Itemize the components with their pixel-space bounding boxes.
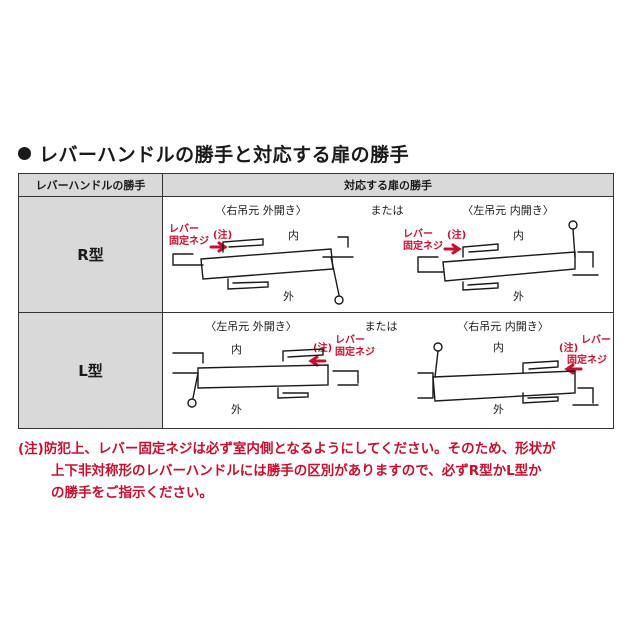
- note-r-left: (注): [213, 228, 232, 241]
- door-diagram-r-left: [172, 236, 354, 305]
- note-line-3: の勝手をご指示ください。: [51, 485, 213, 501]
- caption-l-right: 〈右吊元 内開き〉: [457, 319, 549, 333]
- inside-label-r-right: 内: [513, 228, 524, 242]
- lever-label-l-right-1: レバー: [581, 334, 611, 346]
- outside-label-l-right: 外: [493, 403, 504, 416]
- inside-label-r-left: 内: [288, 228, 299, 242]
- bullet-icon: [18, 147, 31, 160]
- inside-label-l-left: 内: [231, 342, 242, 356]
- lever-label-l-left-1: レバー: [335, 334, 365, 346]
- header-door-type: 対応する扉の勝手: [162, 173, 614, 197]
- inside-label-l-right: 内: [493, 340, 504, 354]
- table-row-r: R型 〈右吊元 外開き〉 レバー 固定ネジ (注) 内 外: [18, 196, 614, 313]
- note-l-right: (注): [559, 341, 578, 354]
- arrow-icon: [443, 243, 462, 255]
- caption-r-right: 〈左吊元 内開き〉: [462, 203, 554, 217]
- note-line-2: 上下非対称形のレバーハンドルには勝手の区別がありますので、必ずR型かL型か: [51, 463, 542, 479]
- lever-label-r-right-1: レバー: [403, 228, 433, 240]
- lever-table: レバーハンドルの勝手 対応する扉の勝手 R型 〈右吊元 外開き〉 レバー 固定ネ…: [18, 173, 614, 429]
- table-row-l: L型 〈左吊元 外開き〉 (注) レバー 固定ネジ 内 外: [18, 312, 614, 429]
- caption-l-left: 〈左吊元 外開き〉: [205, 320, 297, 333]
- caption-r-left: 〈右吊元 外開き〉: [215, 203, 307, 217]
- note-r-right: (注): [447, 228, 466, 241]
- type-label-l: L型: [18, 312, 163, 429]
- outside-label-l-left: 外: [231, 403, 242, 416]
- note-l-left: (注): [313, 341, 332, 354]
- door-diagram-l-right: [417, 342, 599, 406]
- outside-label-r-right: 外: [513, 290, 524, 303]
- diagram-l: 〈左吊元 外開き〉 (注) レバー 固定ネジ 内 外 または: [172, 319, 611, 416]
- note-line-1: (注)防犯上、レバー固定ネジは必ず室内側となるようにしてください。そのため、形状…: [18, 441, 556, 457]
- diagram-cell-r: 〈右吊元 外開き〉 レバー 固定ネジ (注) 内 外 または: [162, 196, 614, 313]
- arrow-icon: [308, 355, 327, 367]
- lever-label-l-left-2: 固定ネジ: [335, 345, 375, 358]
- door-diagram-r-right: [417, 220, 599, 291]
- lever-label-r-left-2: 固定ネジ: [169, 234, 209, 247]
- note-text: (注)防犯上、レバー固定ネジは必ず室内側となるようにしてください。そのため、形状…: [18, 438, 618, 504]
- or-text-r: または: [371, 204, 404, 217]
- lever-label-l-right-2: 固定ネジ: [567, 353, 607, 366]
- door-diagram-l-left: [172, 348, 359, 408]
- page-title: レバーハンドルの勝手と対応する扉の勝手: [18, 140, 409, 167]
- outside-label-r-left: 外: [283, 290, 294, 303]
- or-text-l: または: [365, 320, 398, 333]
- header-lever-type: レバーハンドルの勝手: [18, 173, 163, 197]
- lever-label-r-left-1: レバー: [169, 223, 199, 235]
- type-label-r: R型: [18, 196, 163, 313]
- diagram-r: 〈右吊元 外開き〉 レバー 固定ネジ (注) 内 外 または: [169, 203, 599, 305]
- diagram-cell-l: 〈左吊元 外開き〉 (注) レバー 固定ネジ 内 外 または: [162, 312, 614, 429]
- lever-label-r-right-2: 固定ネジ: [403, 239, 443, 252]
